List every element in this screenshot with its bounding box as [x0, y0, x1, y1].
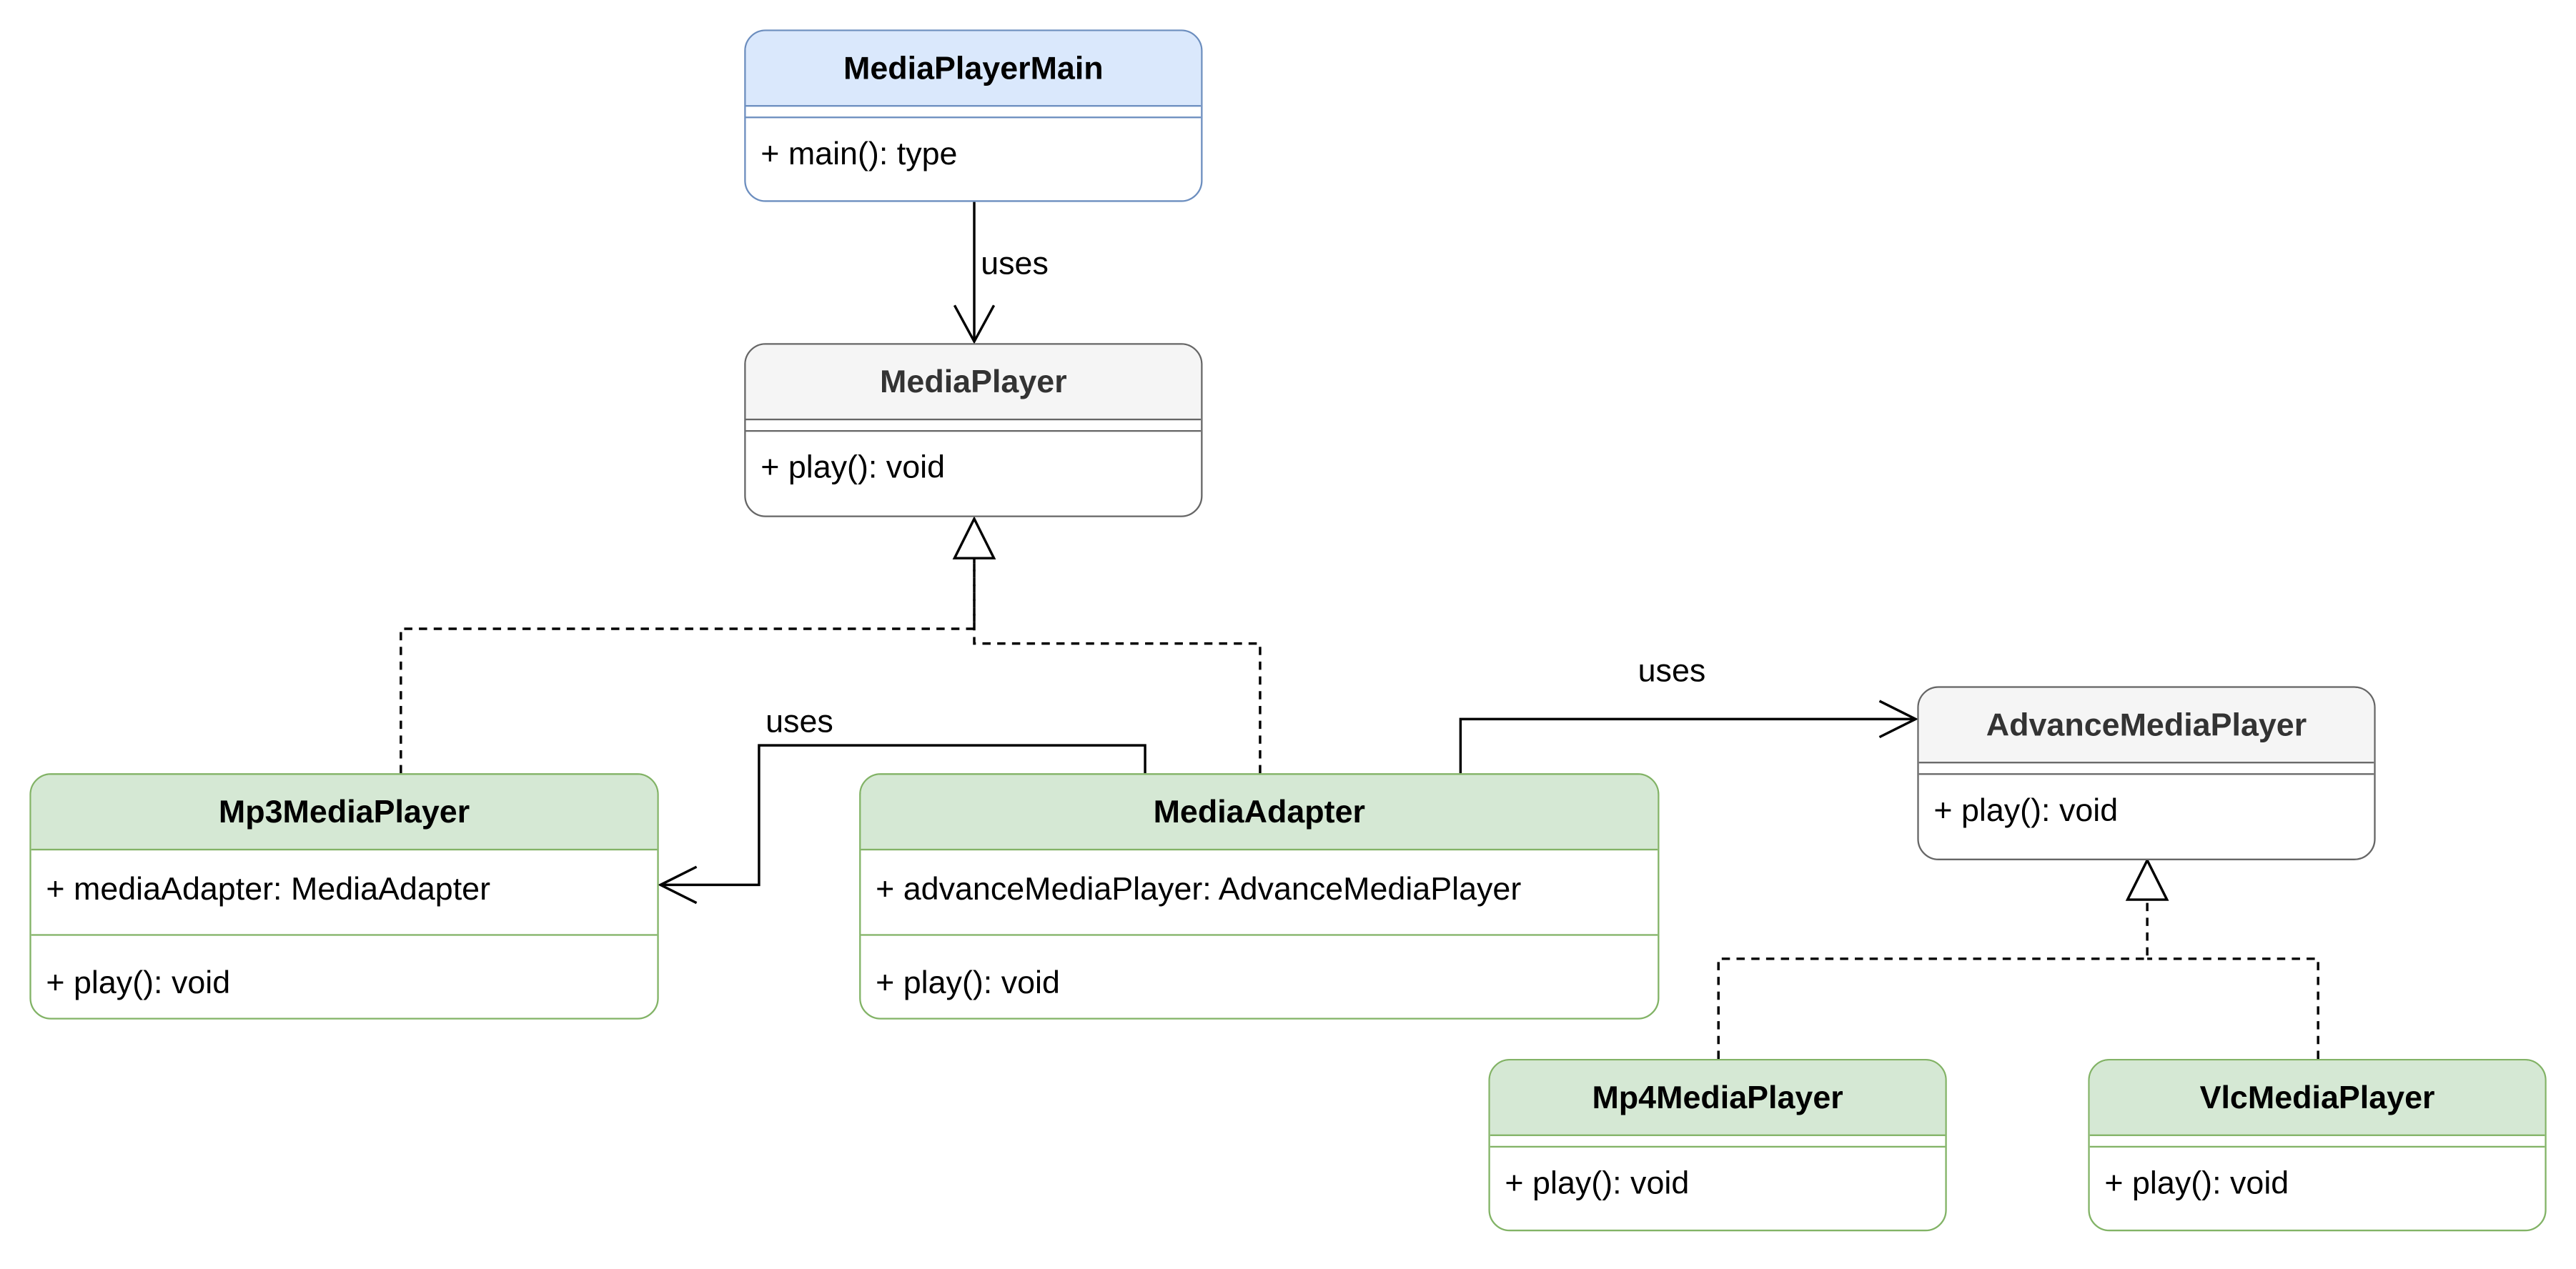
class-mp4-media-player[interactable]: Mp4MediaPlayer + play(): void	[1488, 1058, 1947, 1232]
class-name: MediaPlayer	[745, 344, 1202, 421]
class-attribute: + advanceMediaPlayer: AdvanceMediaPlayer	[861, 850, 1658, 936]
class-media-player-main[interactable]: MediaPlayerMain + main(): type	[744, 29, 1203, 202]
edge-mp3-realizes-mediaplayer	[285, 558, 976, 778]
class-name: Mp4MediaPlayer	[1490, 1060, 1946, 1136]
class-name: MediaAdapter	[861, 775, 1658, 851]
edge-label-adapter-uses-mp3: uses	[766, 704, 833, 741]
class-method: + play(): void	[2104, 1165, 2289, 1202]
edge-vlc-realizes-advance	[2147, 957, 2319, 1059]
class-name: VlcMediaPlayer	[2089, 1060, 2545, 1136]
class-divider	[745, 106, 1202, 119]
class-method: + play(): void	[46, 965, 231, 1002]
edge-adapter-uses-advance	[1459, 700, 1918, 774]
class-vlc-media-player[interactable]: VlcMediaPlayer + play(): void	[2088, 1058, 2547, 1232]
class-method: + play(): void	[761, 449, 946, 487]
edge-label-main-uses: uses	[981, 246, 1049, 283]
class-method: + play(): void	[1933, 792, 2119, 830]
class-name: MediaPlayerMain	[745, 31, 1202, 107]
edge-adapter-uses-mp3	[658, 744, 1146, 905]
class-media-adapter[interactable]: MediaAdapter + advanceMediaPlayer: Advan…	[859, 773, 1660, 1020]
class-name: AdvanceMediaPlayer	[1918, 687, 2374, 764]
class-divider	[745, 420, 1202, 432]
class-divider	[1490, 1136, 1946, 1148]
edge-main-uses-mediaplayer	[953, 201, 996, 344]
realization-arrowhead-mediaplayer	[952, 516, 996, 559]
edge-mp4-realizes-advance	[1717, 900, 2149, 1059]
class-divider	[2089, 1136, 2545, 1148]
edge-adapter-realizes-mediaplayer	[973, 558, 1262, 774]
class-advance-media-player[interactable]: AdvanceMediaPlayer + play(): void	[1917, 686, 2376, 860]
class-mp3-media-player[interactable]: Mp3MediaPlayer + mediaAdapter: MediaAdap…	[29, 773, 659, 1020]
class-method: + main(): type	[761, 136, 958, 173]
edge-label-adapter-uses-advance: uses	[1638, 653, 1706, 690]
class-media-player[interactable]: MediaPlayer + play(): void	[744, 343, 1203, 517]
class-method: + play(): void	[1505, 1165, 1690, 1202]
class-name: Mp3MediaPlayer	[31, 775, 658, 851]
realization-arrowhead-advance	[2125, 857, 2169, 901]
class-method: + play(): void	[876, 965, 1060, 1002]
class-divider	[1918, 763, 2374, 775]
class-attribute: + mediaAdapter: MediaAdapter	[31, 850, 658, 936]
